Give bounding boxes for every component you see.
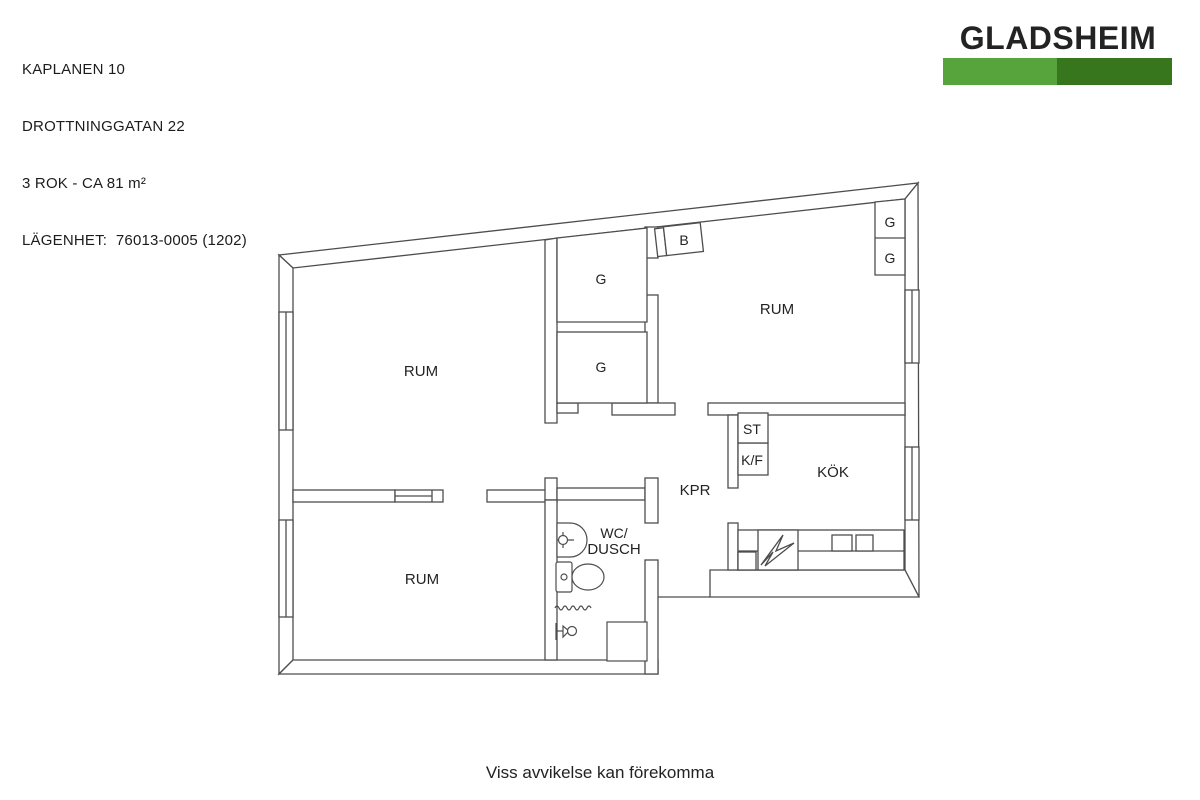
window-right-upper [904, 289, 920, 364]
label-st: ST [743, 421, 761, 437]
wall-bottom-left [277, 659, 659, 675]
floor-drain-valve-symbol [555, 623, 578, 640]
plan-info-street: DROTTNINGGATAN 22 [22, 118, 185, 135]
room-labels: RUM RUM RUM KÖK KPR WC/ DUSCH ST K/F B G… [404, 214, 896, 588]
washbasin-symbol [556, 522, 588, 558]
bath-top-wall [556, 487, 646, 501]
gladsheim-logo: GLADSHEIM [943, 20, 1172, 85]
bath-right-wall-lower [644, 559, 659, 675]
label-g-mid-lower: G [596, 359, 607, 375]
pantry-box [737, 412, 769, 444]
label-g-ne-lower: G [885, 250, 896, 266]
wall-right [904, 181, 920, 598]
logo-bar-left [943, 58, 1057, 85]
shower-area-box [606, 621, 648, 662]
toilet-symbol [555, 561, 605, 593]
rooms-divider-wall-west [292, 489, 396, 503]
room-label-rum-upper-right: RUM [760, 301, 794, 318]
plan-info-apartment-id: LÄGENHET: 76013-0005 (1202) [22, 232, 247, 249]
label-kf: K/F [741, 452, 763, 468]
shower-curtain-symbol [554, 605, 592, 611]
window-right-kitchen [904, 446, 920, 521]
room-label-rum-lower-left: RUM [405, 571, 439, 588]
room-label-kpr: KPR [680, 482, 711, 499]
stove-symbol [757, 529, 799, 571]
cabinet-b [653, 221, 705, 258]
closet-mid-upper [556, 227, 648, 323]
sliding-door-symbol [394, 489, 444, 503]
kitchen-top-wall [707, 402, 906, 416]
label-g-mid-upper: G [596, 271, 607, 287]
closet-mid-lower [556, 331, 648, 404]
room-label-wc-line1: WC/ [600, 525, 627, 541]
plan-info-size: 3 ROK - CA 81 m² [22, 175, 147, 192]
bath-left-wall [544, 499, 558, 661]
label-b: B [679, 232, 688, 248]
room-label-wc-line2: DUSCH [587, 541, 640, 558]
plan-info-property: KAPLANEN 10 [22, 61, 126, 78]
sink-unit-symbol [831, 534, 874, 552]
wall-a [544, 237, 558, 424]
closet-ne [874, 198, 906, 276]
room-label-kok: KÖK [817, 463, 849, 481]
bathroom-fixtures [554, 522, 648, 662]
disclaimer-text: Viss avvikelse kan förekomma [485, 763, 715, 782]
room-label-rum-upper-left: RUM [404, 363, 438, 380]
closets [556, 198, 906, 404]
window-left-upper [278, 311, 294, 431]
window-left-lower [278, 519, 294, 618]
label-g-ne-upper: G [885, 214, 896, 230]
plan-info: KAPLANEN 10 DROTTNINGGATAN 22 3 ROK - CA… [22, 22, 247, 288]
kitchen-fixtures [737, 412, 905, 571]
bath-wall-tab-left [544, 477, 558, 501]
logo-wordmark: GLADSHEIM [960, 20, 1157, 56]
kitchen-left-stub [727, 522, 739, 571]
kitchen-left-wall [727, 414, 739, 489]
windows [278, 289, 920, 618]
wall-a-foot [556, 402, 579, 414]
wall-bottom-right [709, 569, 921, 598]
logo-bar-right [1057, 58, 1172, 85]
bath-right-wall-upper [644, 477, 659, 524]
wall-b-foot [611, 402, 676, 416]
